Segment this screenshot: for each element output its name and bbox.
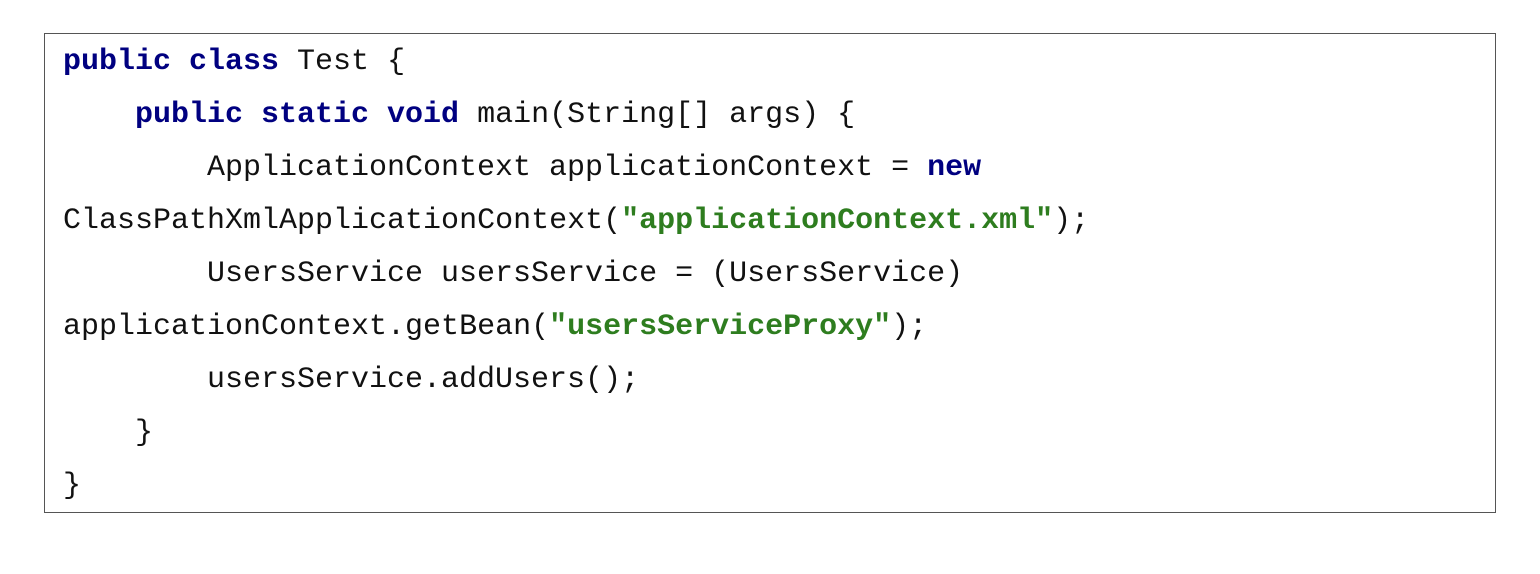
code-text: usersService.addUsers(); — [207, 363, 640, 397]
code-text: ); — [1053, 204, 1090, 238]
code-text: main(String[] args) { — [459, 98, 856, 132]
code-line-2: public static void main(String[] args) { — [135, 89, 855, 142]
code-text: ClassPathXmlApplicationContext( — [63, 204, 622, 238]
keyword: new — [927, 151, 982, 185]
code-line-7: usersService.addUsers(); — [207, 354, 639, 407]
code-text: ApplicationContext applicationContext = — [207, 151, 928, 185]
string-literal: "usersServiceProxy" — [549, 310, 892, 344]
closing-brace: } — [63, 469, 82, 503]
keyword: public class — [63, 45, 280, 79]
code-line-6: applicationContext.getBean("usersService… — [63, 301, 927, 354]
keyword: public static void — [135, 98, 460, 132]
code-line-5: UsersService usersService = (UsersServic… — [207, 248, 963, 301]
code-line-1: public class Test { — [63, 36, 405, 89]
code-line-3: ApplicationContext applicationContext = … — [207, 142, 981, 195]
code-text: ); — [891, 310, 928, 344]
code-text: UsersService usersService = (UsersServic… — [207, 257, 964, 291]
code-block: public class Test { public static void m… — [44, 33, 1496, 513]
closing-brace: } — [135, 416, 154, 450]
code-line-4: ClassPathXmlApplicationContext("applicat… — [63, 195, 1089, 248]
code-line-8: } — [135, 407, 153, 460]
code-line-9: } — [63, 460, 81, 513]
string-literal: "applicationContext.xml" — [621, 204, 1054, 238]
code-text: applicationContext.getBean( — [63, 310, 550, 344]
code-text: Test { — [279, 45, 406, 79]
